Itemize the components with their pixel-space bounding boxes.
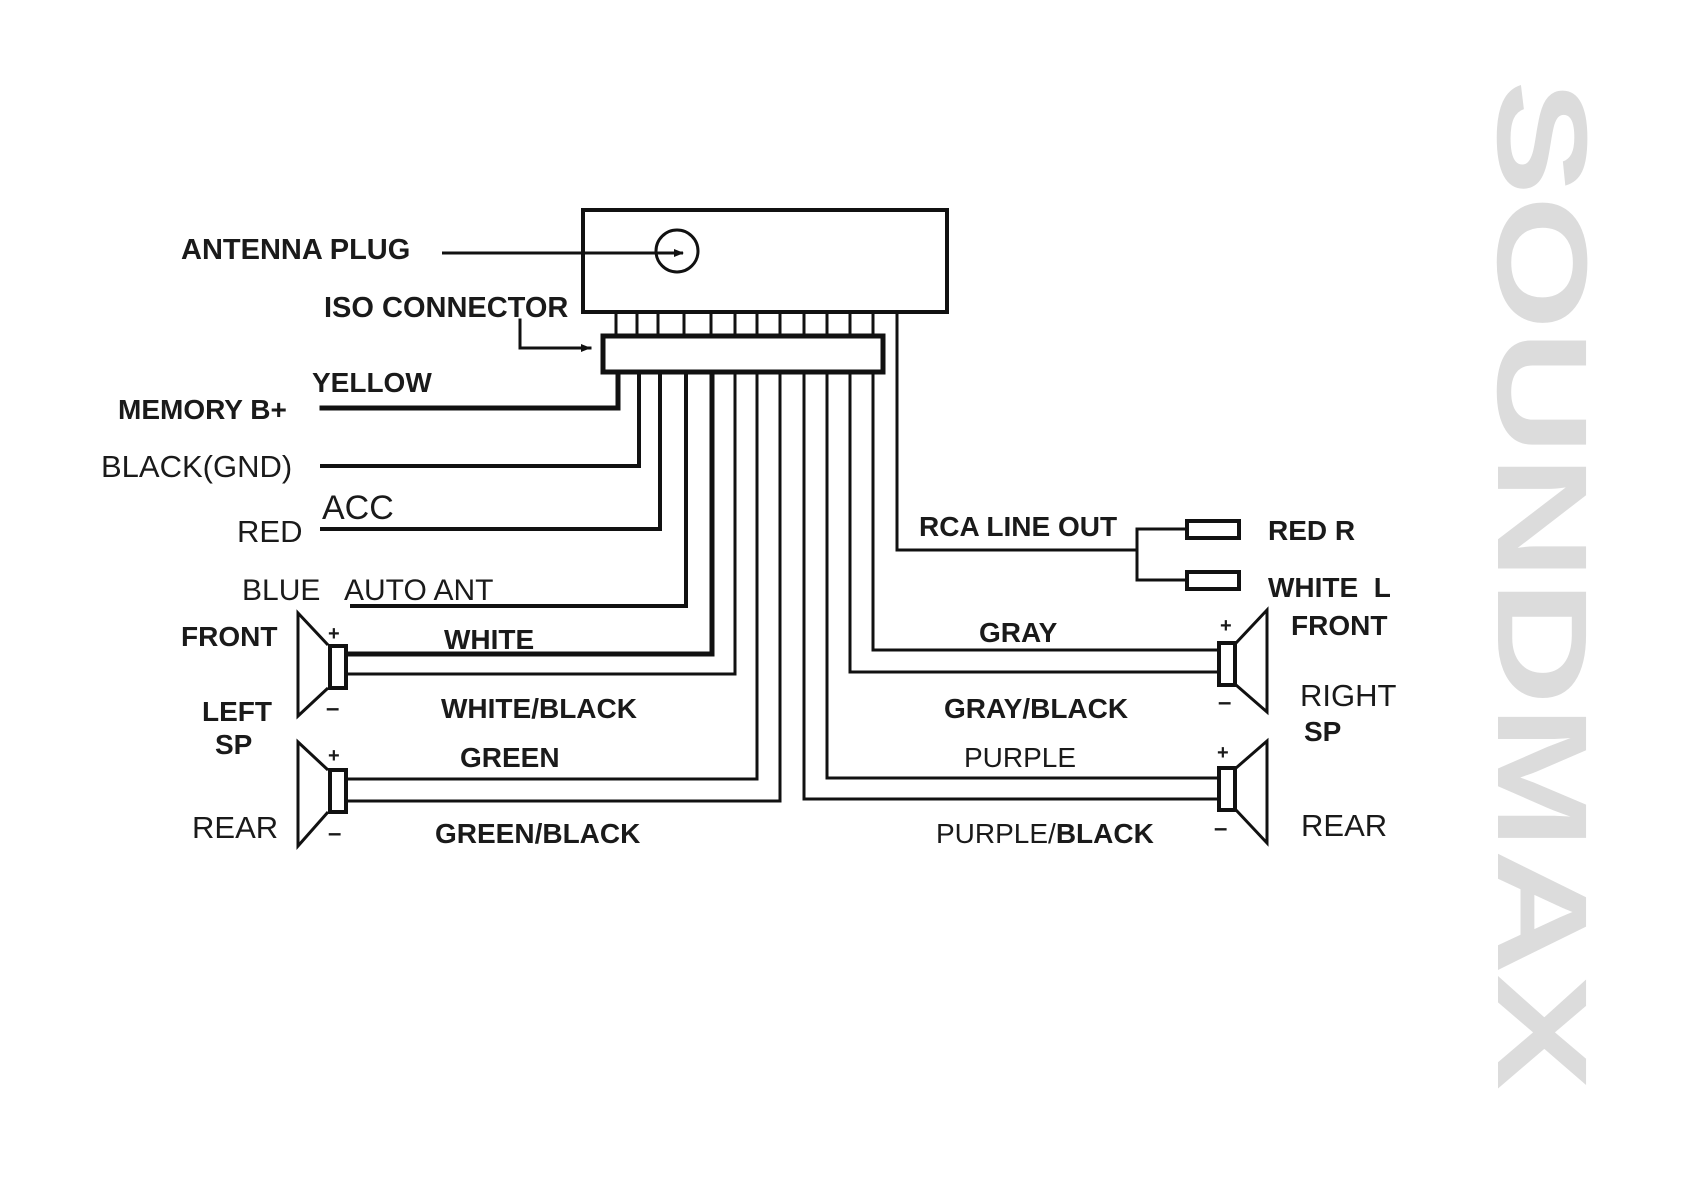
- wire-color-label: PURPLE/BLACK: [936, 818, 1154, 849]
- wire-black-gnd: [320, 370, 641, 468]
- wire-color-label: BLUE: [242, 574, 320, 607]
- antenna-plug-label: ANTENNA PLUG: [181, 234, 410, 266]
- speaker-position-label: FRONT: [181, 621, 277, 652]
- polarity-minus: –: [1218, 689, 1231, 716]
- speaker-position-label: REAR: [192, 810, 278, 845]
- wire-color-label-part: PURPLE/: [936, 818, 1056, 849]
- polarity-plus: +: [328, 623, 340, 645]
- wire-rca: [895, 310, 1139, 552]
- wire-purple: [825, 370, 1221, 780]
- polarity-plus: +: [1217, 742, 1229, 764]
- iso-connector-block: [600, 333, 886, 375]
- speaker-right-rear-icon: [1217, 737, 1269, 847]
- polarity-plus: +: [1220, 615, 1232, 637]
- antenna-socket-icon: [654, 228, 700, 274]
- wire-color-label: GRAY/BLACK: [944, 693, 1128, 724]
- speaker-side-label: LEFT: [202, 696, 272, 727]
- speaker-position-label: REAR: [1301, 808, 1387, 843]
- speaker-side-label: RIGHT: [1300, 678, 1397, 713]
- wire-purple-black: [802, 370, 1221, 801]
- brand-watermark: SOUNDMAX: [1470, 80, 1613, 1090]
- wire-color-label: WHITE/BLACK: [441, 693, 637, 724]
- wire-color-label: BLACK(GND): [101, 449, 292, 484]
- speaker-left-rear-icon: [296, 738, 348, 850]
- head-unit-box: [581, 208, 949, 314]
- rca-left-label: WHITE L: [1268, 572, 1391, 603]
- iso-connector-label: ISO CONNECTOR: [324, 292, 568, 324]
- wire-color-label: GREEN: [460, 742, 560, 773]
- wire-white: [344, 369, 715, 657]
- rca-line-out-label: RCA LINE OUT: [919, 511, 1117, 542]
- wire-color-label: RED: [237, 514, 302, 549]
- rca-plug-red: [1185, 519, 1241, 540]
- wire-green: [345, 370, 759, 781]
- wire-color-label: GRAY: [979, 617, 1058, 648]
- speaker-side-label: SP: [1304, 716, 1341, 747]
- connector-pins: [614, 312, 875, 336]
- wire-function-label: ACC: [322, 489, 394, 527]
- rca-plug-white: [1185, 570, 1241, 591]
- polarity-minus: –: [326, 695, 339, 722]
- wire-gray: [871, 370, 1221, 652]
- rca-right-label: RED R: [1268, 515, 1355, 546]
- wire-function-label: AUTO ANT: [344, 574, 493, 607]
- polarity-minus: –: [328, 820, 341, 847]
- wire-color-label: PURPLE: [964, 742, 1076, 773]
- speaker-side-label: SP: [215, 729, 252, 760]
- speaker-right-front-icon: [1217, 606, 1269, 716]
- speaker-left-front-icon: [296, 609, 348, 720]
- polarity-minus: –: [1214, 815, 1227, 842]
- wire-function-label: MEMORY B+: [118, 394, 287, 425]
- rca-branch: [1135, 527, 1189, 582]
- wire-color-label-part: BLACK: [1056, 818, 1154, 849]
- wire-blue: [350, 370, 688, 608]
- wire-yellow: [319, 369, 621, 411]
- wire-white-black: [345, 370, 737, 676]
- polarity-plus: +: [328, 745, 340, 767]
- speaker-position-label: FRONT: [1291, 610, 1387, 641]
- wire-gray-black: [848, 370, 1221, 674]
- wire-color-label: WHITE: [444, 624, 534, 655]
- wire-color-label: YELLOW: [312, 367, 432, 398]
- iso-leader-arrow: [518, 318, 592, 352]
- wire-color-label: GREEN/BLACK: [435, 818, 640, 849]
- wire-green-black: [345, 370, 782, 803]
- wire-red: [320, 370, 662, 531]
